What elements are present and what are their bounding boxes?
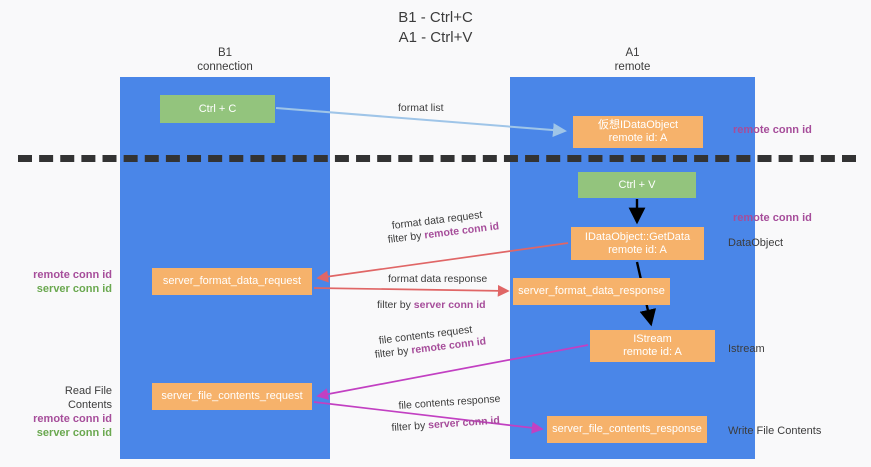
node-idataobject-getdata-line2: remote id: A <box>608 243 667 256</box>
node-server-file-contents-request[interactable]: server_file_contents_request <box>152 383 312 410</box>
node-istream[interactable]: IStream remote id: A <box>590 330 715 362</box>
column-header-a1-role: remote <box>614 61 651 73</box>
label-right-remote-conn-id-mid: remote conn id <box>733 212 812 224</box>
node-server-format-data-response-label: server_format_data_response <box>518 285 665 297</box>
label-left-server-conn-id-bottom: server conn id <box>36 427 112 439</box>
edge-file-contents-response <box>313 401 544 434</box>
node-virtual-idataobject[interactable]: 仮想IDataObject remote id: A <box>573 116 703 148</box>
filter-key-server-conn-id: server conn id <box>413 299 486 311</box>
label-left-read-file-contents: Read File Contents <box>64 385 112 411</box>
label-right-dataobject: DataObject <box>728 237 784 249</box>
edge-format-list <box>275 107 567 138</box>
edge-label-format-list: format list <box>398 101 444 115</box>
node-virtual-idataobject-line2: remote id: A <box>608 132 668 144</box>
node-ctrl-c[interactable]: Ctrl + C <box>160 95 275 123</box>
node-server-format-data-request-label: server_format_data_request <box>162 275 302 287</box>
node-istream-line1: IStream <box>633 333 672 345</box>
node-ctrl-v[interactable]: Ctrl + V <box>578 172 696 198</box>
edge-format-data-response <box>313 284 510 297</box>
edge-file-contents-request <box>316 344 589 400</box>
column-header-b1: B1 connection <box>120 46 330 74</box>
node-server-file-contents-response-label: server_file_contents_response <box>552 423 702 435</box>
label-right-istream: Istream <box>728 343 765 355</box>
filter-prefix: filter by <box>391 419 429 434</box>
node-server-file-contents-request-label: server_file_contents_request <box>161 390 303 402</box>
edge-label-format-data-response-title: format data response <box>388 272 487 286</box>
edge-label-format-data-response-text: format data response <box>388 273 488 285</box>
edge-format-data-request <box>316 242 569 283</box>
label-right-write-file-contents: Write File Contents <box>728 425 822 437</box>
label-left-conn-ids-mid: remote conn id server conn id <box>18 268 112 296</box>
node-idataobject-getdata[interactable]: IDataObject::GetData remote id: A <box>571 227 704 260</box>
node-server-format-data-response[interactable]: server_format_data_response <box>513 278 670 305</box>
label-right-remote-conn-id-top: remote conn id <box>733 124 812 136</box>
title-line-2: A1 - Ctrl+V <box>398 29 473 46</box>
node-server-format-data-request[interactable]: server_format_data_request <box>152 268 312 295</box>
node-idataobject-getdata-line1: IDataObject::GetData <box>584 230 691 243</box>
column-header-b1-role: connection <box>197 61 253 73</box>
node-ctrl-v-label: Ctrl + V <box>618 178 656 191</box>
node-istream-line2: remote id: A <box>623 346 682 358</box>
phase-divider <box>18 155 856 162</box>
node-virtual-idataobject-line1: 仮想IDataObject <box>597 119 679 131</box>
title-line-1: B1 - Ctrl+C <box>398 9 473 26</box>
edge-label-format-data-response-filter: filter by server conn id <box>377 298 486 312</box>
diagram-title: B1 - Ctrl+C A1 - Ctrl+V <box>0 8 871 48</box>
column-header-a1-name: A1 <box>625 47 640 59</box>
node-server-file-contents-response[interactable]: server_file_contents_response <box>547 416 707 443</box>
label-left-remote-conn-id-bottom: remote conn id <box>33 413 112 425</box>
column-header-b1-name: B1 <box>217 47 233 59</box>
filter-prefix: filter by <box>377 299 414 311</box>
label-left-read-file-block: Read File Contents remote conn id server… <box>18 384 112 440</box>
node-ctrl-c-label: Ctrl + C <box>198 102 237 115</box>
label-left-server-conn-id-mid: server conn id <box>36 283 112 295</box>
column-header-a1: A1 remote <box>510 46 755 74</box>
label-left-remote-conn-id-mid: remote conn id <box>33 269 112 281</box>
edge-label-format-list-text: format list <box>398 102 444 114</box>
